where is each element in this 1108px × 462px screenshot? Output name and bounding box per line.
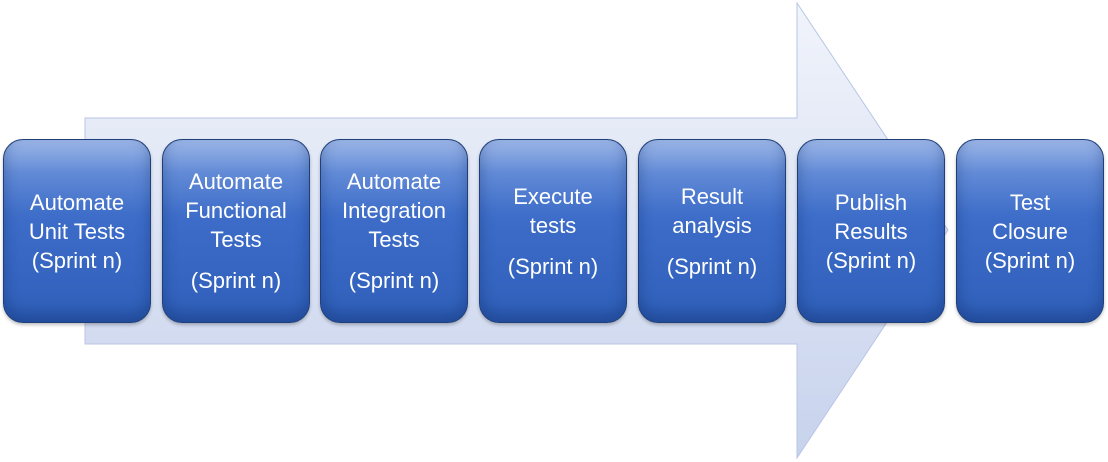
step-title: Automate Functional Tests [185,169,287,252]
step-test-closure: Test Closure (Sprint n) [956,139,1104,323]
step-sprint: (Sprint n) [31,247,123,273]
step-sprint: (Sprint n) [190,268,282,293]
step-result-analysis: Result analysis (Sprint n) [638,139,786,323]
step-title: Automate Unit Tests [28,189,126,244]
step-title: Publish Results [834,189,908,244]
step-sprint: (Sprint n) [507,253,599,279]
step-publish-results: Publish Results (Sprint n) [797,139,945,323]
step-automate-functional-tests: Automate Functional Tests (Sprint n) [162,139,310,323]
step-execute-tests: Execute tests (Sprint n) [479,139,627,323]
step-sprint: (Sprint n) [666,253,758,279]
step-sprint: (Sprint n) [348,268,440,293]
step-automate-unit-tests: Automate Unit Tests (Sprint n) [3,139,151,323]
step-title: Automate Integration Tests [342,169,446,252]
step-title: Result analysis [672,183,752,238]
step-sprint: (Sprint n) [825,247,917,273]
step-sprint: (Sprint n) [984,247,1076,273]
step-automate-integration-tests: Automate Integration Tests (Sprint n) [320,139,468,323]
step-title: Execute tests [513,183,593,238]
step-title: Test Closure [992,189,1068,244]
